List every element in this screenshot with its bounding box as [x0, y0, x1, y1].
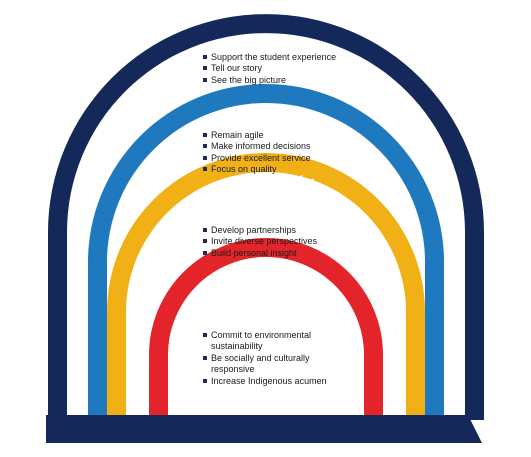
list-item: See the big picture	[203, 75, 383, 86]
list-item: Develop partnerships	[203, 225, 353, 236]
honour-bullet-list: Commit to environmental sustainability B…	[203, 330, 348, 387]
base-bar	[46, 415, 482, 443]
list-item: Remain agile	[203, 130, 363, 141]
list-item: Invite diverse perspectives	[203, 236, 353, 247]
list-item: Build personal insight	[203, 248, 353, 259]
list-item: Support the student experience	[203, 52, 383, 63]
list-item: Provide excellent service	[203, 153, 363, 164]
difference-bullet-list: Support the student experience Tell our …	[203, 52, 383, 86]
list-item: Commit to environmental sustainability	[203, 330, 348, 353]
list-item: Make informed decisions	[203, 141, 363, 152]
list-item: Increase Indigenous acumen	[203, 376, 348, 387]
better-bullet-list: Remain agile Make informed decisions Pro…	[203, 130, 363, 176]
list-item: Tell our story	[203, 63, 383, 74]
list-item: Be socially and culturally responsive	[203, 353, 348, 376]
list-item: Focus on quality	[203, 164, 363, 175]
together-bullet-list: Develop partnerships Invite diverse pers…	[203, 225, 353, 259]
arch-honour-people-and-place-inner	[168, 257, 364, 420]
